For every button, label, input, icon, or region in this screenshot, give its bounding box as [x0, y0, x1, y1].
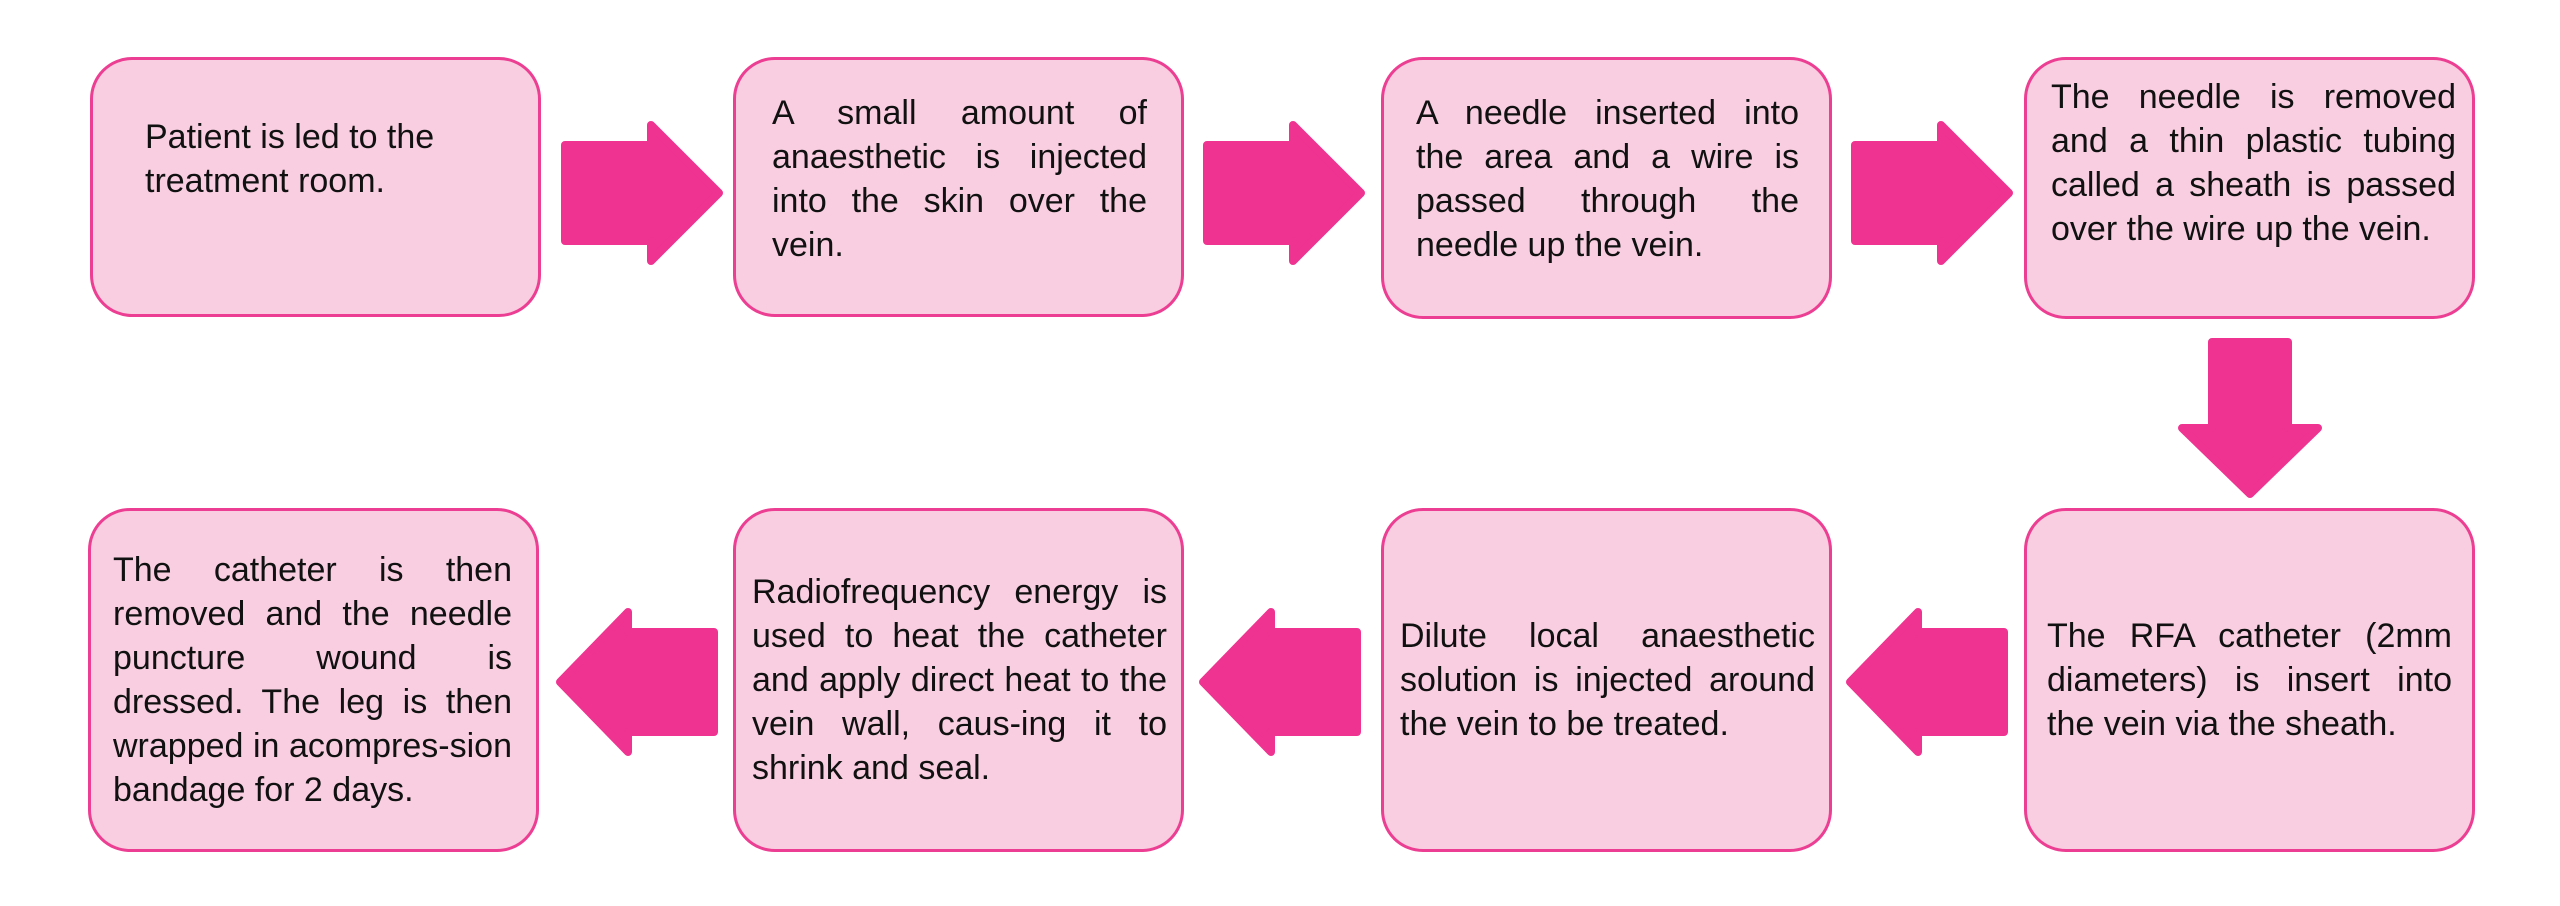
step-4-text: The needle is removed and a thin plastic…	[2051, 78, 2456, 248]
step-5-box: The RFA catheter (2mm diameters) is inse…	[2024, 508, 2475, 852]
step-2-box: A small amount of anaesthetic is injecte…	[733, 57, 1184, 317]
step-7-box: Radiofrequency energy is used to heat th…	[733, 508, 1184, 852]
step-6-text: Dilute local anaesthetic solution is inj…	[1400, 617, 1815, 743]
step-3-text: A needle inserted into the area and a wi…	[1416, 94, 1799, 264]
step-5-text: The RFA catheter (2mm diameters) is inse…	[2047, 617, 2452, 743]
step-8-text: The catheter is then removed and the nee…	[113, 551, 512, 809]
arrow-left-icon	[1846, 608, 2008, 756]
step-3-box: A needle inserted into the area and a wi…	[1381, 57, 1832, 319]
arrow-left-icon	[1199, 608, 1361, 756]
step-8-box: The catheter is then removed and the nee…	[88, 508, 539, 852]
arrow-right-icon	[1203, 121, 1365, 265]
arrow-right-icon	[1851, 121, 2013, 265]
arrow-down-icon	[2178, 338, 2322, 498]
arrow-left-icon	[556, 608, 718, 756]
step-1-box: Patient is led to the treatment room.	[90, 57, 541, 317]
step-2-text: A small amount of anaesthetic is injecte…	[772, 94, 1147, 264]
step-7-text: Radiofrequency energy is used to heat th…	[752, 573, 1167, 787]
step-6-box: Dilute local anaesthetic solution is inj…	[1381, 508, 1832, 852]
arrow-right-icon	[561, 121, 723, 265]
step-4-box: The needle is removed and a thin plastic…	[2024, 57, 2475, 319]
step-1-text: Patient is led to the treatment room.	[145, 118, 435, 200]
